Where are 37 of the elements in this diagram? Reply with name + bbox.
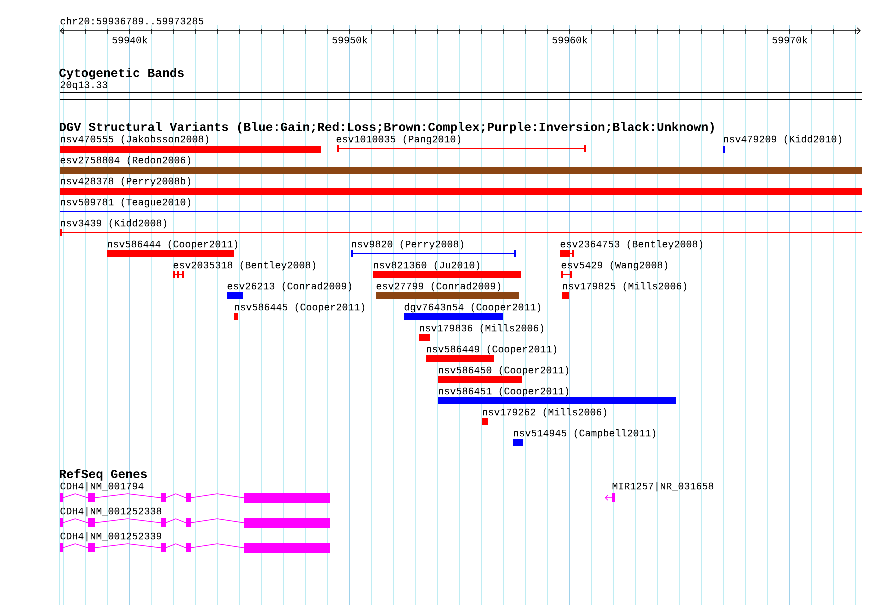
feature-label: nsv586449 (Cooper2011) xyxy=(427,345,557,355)
feature-label: nsv586451 (Cooper2011) xyxy=(439,387,569,397)
feature-label: esv2364753 (Bentley2008) xyxy=(560,240,703,250)
feature-label: MIR1257|NR_031658 xyxy=(612,482,714,492)
feature-label: dgv7643n54 (Cooper2011) xyxy=(404,303,541,313)
position-label: chr20:59936789..59973285 xyxy=(60,17,204,25)
feature-label: nsv3439 (Kidd2008) xyxy=(61,219,167,229)
feature-label: nsv586450 (Cooper2011) xyxy=(439,366,569,376)
feature-label: 20q13.33 xyxy=(60,82,108,90)
tick-label: 59970k xyxy=(772,36,808,44)
feature-label: esv26213 (Conrad2009) xyxy=(228,282,352,292)
feature-label: nsv821360 (Ju2010) xyxy=(374,261,480,271)
feature-label: nsv479209 (Kidd2010) xyxy=(724,135,842,145)
feature-label: CDH4|NM_001794 xyxy=(60,482,144,492)
tick-label: 59950k xyxy=(332,36,368,44)
feature-label: nsv470555 (Jakobsson2008) xyxy=(61,135,209,145)
tick-label: 59960k xyxy=(552,36,588,44)
feature-label: esv1010035 (Pang2010) xyxy=(336,135,461,145)
feature-label: CDH4|NM_001252339 xyxy=(60,532,162,542)
feature-label: nsv9820 (Perry2008) xyxy=(352,240,464,250)
feature-label: nsv179836 (Mills2006) xyxy=(420,324,544,334)
feature-label: CDH4|NM_001252338 xyxy=(60,507,162,517)
track-title: Cytogenetic Bands xyxy=(60,68,184,80)
feature-label: nsv586445 (Cooper2011) xyxy=(235,303,365,313)
feature-label: nsv586444 (Cooper2011) xyxy=(108,240,238,250)
track-title: RefSeq Genes xyxy=(60,469,148,481)
tick-label: 59940k xyxy=(112,36,148,44)
track-title: DGV Structural Variants (Blue:Gain;Red:Loss;Brown:Complex;Purple:Inversion;Black:Unknown) xyxy=(60,122,714,134)
feature-label: esv2758804 (Redon2006) xyxy=(60,156,191,166)
feature-label: nsv179825 (Mills2006) xyxy=(563,282,687,292)
feature-label: nsv179262 (Mills2006) xyxy=(483,408,607,418)
feature-label: nsv509781 (Teague2010) xyxy=(61,198,191,208)
feature-label: nsv428378 (Perry2008b) xyxy=(61,177,191,187)
feature-label: esv5429 (Wang2008) xyxy=(562,261,668,271)
feature-label: esv27799 (Conrad2009) xyxy=(376,282,501,292)
feature-label: esv2035318 (Bentley2008) xyxy=(174,261,316,271)
feature-label: nsv514945 (Campbell2011) xyxy=(514,429,656,439)
